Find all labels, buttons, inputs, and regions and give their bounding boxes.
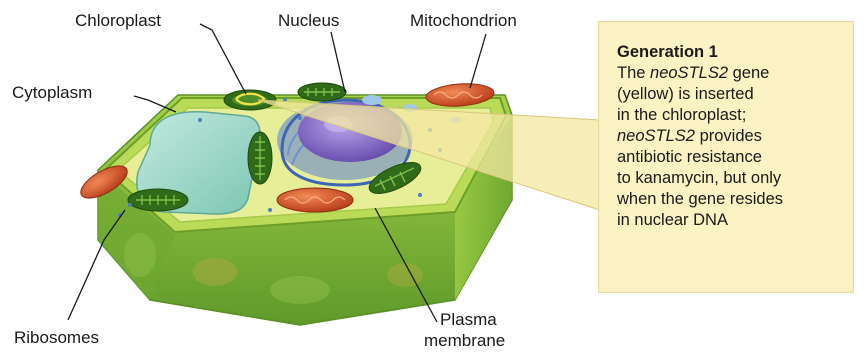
leader-mitochondrion xyxy=(470,34,486,88)
chloroplast-2 xyxy=(298,83,346,101)
label-nucleus: Nucleus xyxy=(278,11,339,31)
label-chloroplast: Chloroplast xyxy=(75,11,161,31)
callout-line-7: when the gene resides xyxy=(617,189,849,210)
chloroplast-3 xyxy=(128,189,188,211)
chloroplast xyxy=(224,90,276,110)
callout-body: The neoSTLS2 gene (yellow) is inserted i… xyxy=(617,63,849,231)
callout-line-1: The neoSTLS2 gene xyxy=(617,63,849,84)
label-membrane: membrane xyxy=(424,331,505,351)
callout-line-5: antibiotic resistance xyxy=(617,147,849,168)
leader-nucleus xyxy=(331,32,345,92)
callout-line-2: (yellow) is inserted xyxy=(617,84,849,105)
label-mitochondrion: Mitochondrion xyxy=(410,11,517,31)
generation-callout-box: Generation 1 The neoSTLS2 gene (yellow) … xyxy=(598,21,854,293)
chloroplast-5 xyxy=(248,132,272,184)
callout-title: Generation 1 xyxy=(617,42,849,63)
callout-line-6: to kanamycin, but only xyxy=(617,168,849,189)
callout-line-8: in nuclear DNA xyxy=(617,210,849,231)
callout-line-4: neoSTLS2 provides xyxy=(617,126,849,147)
leader-chloroplast xyxy=(200,24,246,94)
label-cytoplasm: Cytoplasm xyxy=(12,83,92,103)
mitochondrion-3 xyxy=(277,188,353,212)
callout-line-3: in the chloroplast; xyxy=(617,105,849,126)
label-plasma: Plasma xyxy=(440,310,497,330)
label-ribosomes: Ribosomes xyxy=(14,328,99,348)
